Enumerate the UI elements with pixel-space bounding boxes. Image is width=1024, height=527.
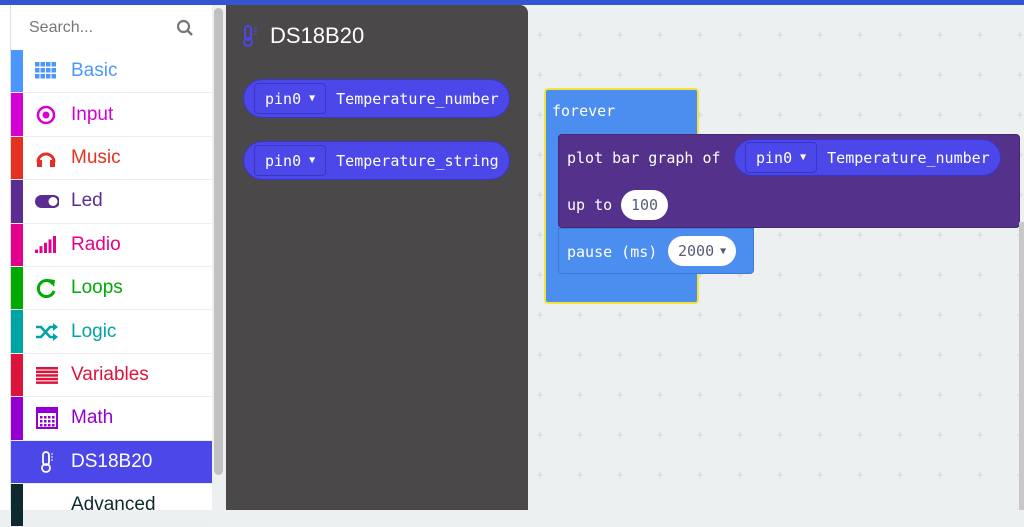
left-edge (0, 5, 10, 510)
thermometer-icon (243, 25, 257, 47)
thermometer-icon (41, 450, 53, 473)
caret-down-icon: ▼ (720, 245, 727, 257)
category-radio[interactable]: Radio (11, 223, 212, 267)
headphones-icon (36, 152, 56, 167)
category-color-strip (11, 93, 23, 136)
category-math[interactable]: Math (11, 397, 212, 441)
max-value-input[interactable]: 100 (621, 190, 669, 220)
pause-value: 2000 (678, 242, 715, 260)
list-icon (36, 366, 58, 384)
category-label: Loops (71, 277, 123, 299)
caret-down-icon: ▼ (309, 155, 316, 166)
grid-icon (35, 62, 56, 79)
category-color-strip (11, 266, 23, 310)
category-led[interactable]: Led (11, 180, 212, 224)
category-advanced[interactable]: Advanced (11, 483, 212, 527)
category-loops[interactable]: Loops (11, 266, 212, 311)
category-color-strip (11, 440, 23, 483)
pause-value-dropdown[interactable]: 2000 ▼ (668, 236, 737, 266)
pin-dropdown[interactable]: pin0 ▼ (745, 142, 818, 173)
pin-dropdown[interactable]: pin0 ▼ (254, 145, 327, 176)
target-icon (36, 105, 56, 124)
category-label: Input (71, 103, 114, 125)
temperature-number-block[interactable]: pin0 ▼ Temperature_number (734, 139, 1001, 176)
category-label: Advanced (71, 494, 156, 516)
category-label: Led (71, 190, 103, 212)
category-ds18b20[interactable]: DS18B20 (11, 440, 212, 484)
top-bar (0, 0, 1024, 5)
category-color-strip (11, 50, 23, 93)
pin-dropdown[interactable]: pin0 ▼ (254, 83, 327, 114)
calculator-icon (36, 407, 58, 430)
chevron-icon (35, 493, 59, 517)
temperature-number-block[interactable]: pin0 ▼ Temperature_number (243, 79, 510, 118)
block-label: Temperature_string (336, 151, 499, 170)
toggle-icon (35, 195, 59, 209)
flyout-title: DS18B20 (270, 23, 365, 48)
flyout: DS18B20 pin0 ▼ Temperature_number pin0 ▼ T… (226, 5, 528, 510)
category-color-strip (11, 136, 23, 180)
plot-label: plot bar graph of (567, 149, 721, 167)
block-label: Temperature_number (827, 148, 990, 167)
caret-down-icon: ▼ (309, 93, 316, 104)
temperature-string-block[interactable]: pin0 ▼ Temperature_string (243, 141, 510, 180)
up-to-label: up to (567, 196, 613, 214)
category-label: Radio (71, 233, 121, 255)
category-label: DS18B20 (71, 450, 153, 472)
pause-label: pause (ms) (567, 243, 658, 261)
category-variables[interactable]: Variables (11, 353, 212, 398)
caret-down-icon: ▼ (800, 152, 807, 163)
category-color-strip (11, 223, 23, 266)
category-basic[interactable]: Basic (11, 50, 212, 94)
forever-label: forever (552, 102, 616, 120)
category-color-strip (11, 397, 23, 440)
search-box[interactable]: Search... (11, 5, 212, 50)
category-color-strip (11, 353, 23, 397)
category-logic[interactable]: Logic (11, 310, 212, 354)
category-label: Logic (71, 320, 117, 342)
pin-label: pin0 (265, 151, 302, 170)
category-label: Variables (71, 363, 149, 385)
category-color-strip (11, 310, 23, 353)
shuffle-icon (36, 322, 58, 341)
category-music[interactable]: Music (11, 136, 212, 181)
toolbox-scrollbar[interactable] (214, 8, 223, 475)
workspace-scrollbar[interactable] (1019, 222, 1024, 510)
category-label: Math (71, 407, 114, 429)
category-label: Music (71, 146, 121, 168)
search-icon[interactable] (176, 19, 194, 37)
category-color-strip (11, 483, 23, 527)
pin-label: pin0 (265, 89, 302, 108)
refresh-icon (36, 279, 56, 299)
signal-icon (35, 235, 56, 253)
pin-label: pin0 (756, 148, 793, 167)
category-input[interactable]: Input (11, 93, 212, 137)
category-label: Basic (71, 60, 118, 82)
search-input[interactable]: Search... (29, 18, 94, 36)
block-label: Temperature_number (336, 89, 499, 108)
category-color-strip (11, 180, 23, 223)
